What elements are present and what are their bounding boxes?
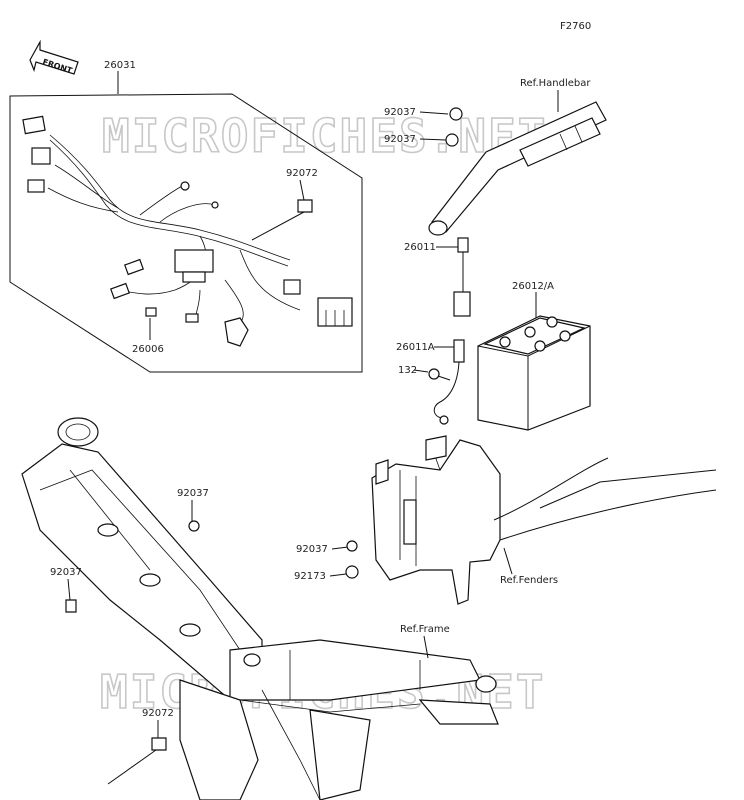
label-ref-fenders: Ref.Fenders bbox=[500, 575, 558, 586]
label-clip-a: 92037 bbox=[384, 107, 416, 118]
clamp-band-bottom-icon bbox=[107, 737, 167, 785]
label-harness: 26031 bbox=[104, 60, 136, 71]
fuse-lead bbox=[453, 237, 471, 317]
label-ref-frame: Ref.Frame bbox=[400, 624, 450, 635]
label-fuse-lead: 26011 bbox=[404, 242, 436, 253]
fuse-holder bbox=[433, 339, 465, 425]
bolt-icon bbox=[428, 368, 451, 381]
label-clip-b: 92037 bbox=[384, 134, 416, 145]
battery-bracket bbox=[371, 435, 501, 605]
wire-harness bbox=[22, 115, 353, 347]
label-clip-frame-right: 92037 bbox=[177, 488, 209, 499]
label-clip-frame-left: 92037 bbox=[50, 567, 82, 578]
label-fuse-holder: 26011A bbox=[396, 342, 435, 353]
label-clamp-top: 92072 bbox=[286, 168, 318, 179]
connector-part bbox=[145, 307, 157, 317]
label-clamp-bottom: 92072 bbox=[142, 708, 174, 719]
label-bolt: 132 bbox=[398, 365, 417, 376]
front-arrow-icon: FRONT bbox=[29, 39, 79, 76]
rear-fender bbox=[493, 457, 717, 541]
label-band: 92173 bbox=[294, 571, 326, 582]
watermark-top: MICROFICHES.NET bbox=[102, 109, 547, 163]
frame bbox=[21, 417, 499, 800]
label-connector: 26006 bbox=[132, 344, 164, 355]
clamp-band-icon bbox=[251, 199, 313, 241]
harness-box bbox=[9, 93, 363, 373]
handlebar bbox=[428, 101, 607, 236]
battery-icon bbox=[477, 315, 591, 431]
label-battery: 26012/A bbox=[512, 281, 554, 292]
label-ref-handlebar: Ref.Handlebar bbox=[520, 78, 591, 89]
label-clip-bracket: 92037 bbox=[296, 544, 328, 555]
figure-code: F2760 bbox=[560, 21, 591, 32]
